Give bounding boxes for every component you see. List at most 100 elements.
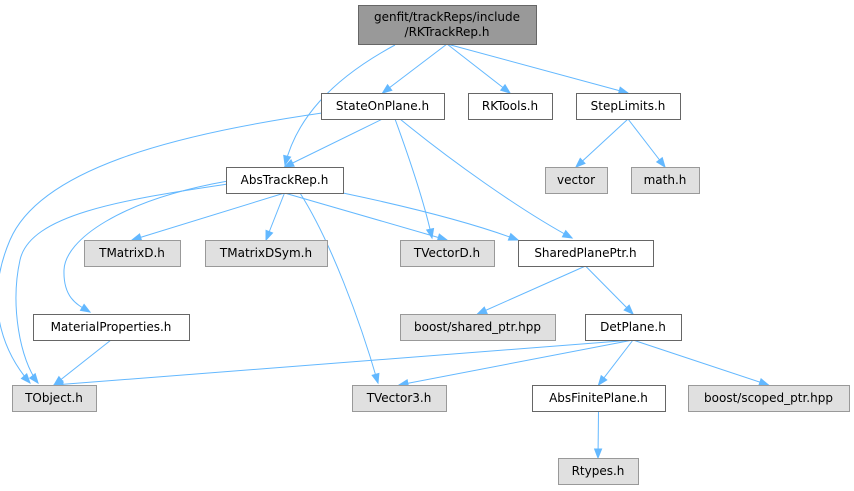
edge-stateonplane-to-abstrackrep [283,118,383,168]
node-box [352,385,447,412]
node-box [518,240,654,267]
node-tmatrixd: TMatrixD.h [84,240,181,267]
node-box [12,385,97,412]
edge-arrowhead [593,448,603,460]
node-label: SharedPlanePtr.h [534,246,636,260]
edge-line [131,192,285,241]
node-label: TObject.h [24,391,83,405]
node-rktools[interactable]: RKTools.h [468,93,553,120]
node-boostshared: boost/shared_ptr.hpp [400,314,556,341]
node-boostscoped: boost/scoped_ptr.hpp [688,385,850,412]
edge-line [585,265,634,315]
node-box [84,240,181,267]
node-box [226,167,344,194]
edge-arrowhead [655,156,666,169]
edge-arrowhead [758,377,770,387]
edge-root-to-rktools [446,43,512,94]
edge-line [627,118,666,168]
edge-line [477,265,586,315]
edge-arrowhead [499,83,512,94]
node-label: Rtypes.h [572,464,625,478]
node-label: TVectorD.h [413,246,480,260]
node-label: StateOnPlane.h [336,99,429,113]
node-label: /RKTrackRep.h [405,25,490,39]
node-root[interactable]: genfit/trackReps/include/RKTrackRep.h [358,5,537,45]
edge-arrowhead [597,374,608,387]
edge-line [394,118,433,239]
node-sharedplaneptr[interactable]: SharedPlanePtr.h [518,240,654,267]
node-label: genfit/trackReps/include [374,10,520,24]
edge-abstrackrep-to-tmatrixd [130,192,285,242]
node-box [585,314,682,341]
node-abstrackrep[interactable]: AbsTrackRep.h [226,167,344,194]
edge-line [446,43,629,94]
node-box [576,93,681,120]
edge-line [299,192,379,384]
node-label: TMatrixD.h [98,246,165,260]
edge-root-to-abstrackrep [283,44,396,167]
node-box [688,385,850,412]
node-steplimits[interactable]: StepLimits.h [576,93,681,120]
edge-arrowhead [265,229,274,242]
node-absfiniteplane[interactable]: AbsFinitePlane.h [532,385,666,412]
edge-sharedplaneptr-to-boostshared [476,265,586,315]
node-label: MaterialProperties.h [51,320,172,334]
node-label: RKTools.h [482,99,538,113]
edge-abstrackrep-to-tvectord [284,192,449,242]
edge-line [0,112,323,384]
edge-absfiniteplane-to-rtypes [593,410,603,460]
node-label: math.h [644,173,687,187]
node-box [400,314,556,341]
edge-steplimits-to-math [627,118,666,169]
edge-line [284,192,448,241]
edge-stateonplane-to-sharedplaneptr [399,118,574,239]
node-box [33,314,190,341]
node-stateonplane[interactable]: StateOnPlane.h [321,93,445,120]
node-label: DetPlane.h [600,320,666,334]
edge-sharedplaneptr-to-detplane [585,265,634,315]
node-rtypes: Rtypes.h [558,458,639,485]
node-label: TVector3.h [366,391,432,405]
nodes-layer: genfit/trackReps/include/RKTrackRep.hSta… [12,5,850,485]
edge-arrowhead [20,373,31,385]
node-tvector3: TVector3.h [352,385,447,412]
edge-line [399,118,573,239]
edges-layer [0,43,770,460]
node-materialproperties[interactable]: MaterialProperties.h [33,314,190,341]
edge-line [15,183,229,384]
edge-abstrackrep-to-tmatrixdsym [265,192,285,242]
edge-arrowhead [371,372,380,385]
node-label: vector [557,173,595,187]
edge-arrowhead [381,83,393,94]
node-tvectord: TVectorD.h [400,240,495,267]
edge-root-to-stateonplane [381,43,448,94]
node-label: boost/scoped_ptr.hpp [704,391,833,405]
node-box [358,5,537,45]
edge-line [284,44,396,166]
node-box [400,240,495,267]
node-label: boost/shared_ptr.hpp [414,320,541,334]
edge-arrowhead [623,304,634,315]
edge-line [446,43,511,94]
edge-abstrackrep-to-sharedplaneptr [342,192,520,241]
node-box [631,167,700,194]
node-label: TMatrixDSym.h [219,246,312,260]
edge-arrowhead [574,157,586,168]
node-label: AbsTrackRep.h [241,173,329,187]
edge-arrowhead [130,233,143,242]
edge-line [632,339,769,386]
node-math: math.h [631,167,700,194]
edge-detplane-to-boostscoped [632,339,770,387]
node-box [321,93,445,120]
edge-stateonplane-to-tobject [0,112,323,385]
edge-root-to-steplimits [446,43,630,95]
edge-line [575,118,629,168]
edge-detplane-to-absfiniteplane [597,339,634,387]
node-detplane[interactable]: DetPlane.h [585,314,682,341]
edge-arrowhead [283,159,295,168]
edge-materialproperties-to-tobject [52,339,112,386]
edge-line [398,339,634,386]
edge-line [284,118,383,168]
node-box [468,93,553,120]
